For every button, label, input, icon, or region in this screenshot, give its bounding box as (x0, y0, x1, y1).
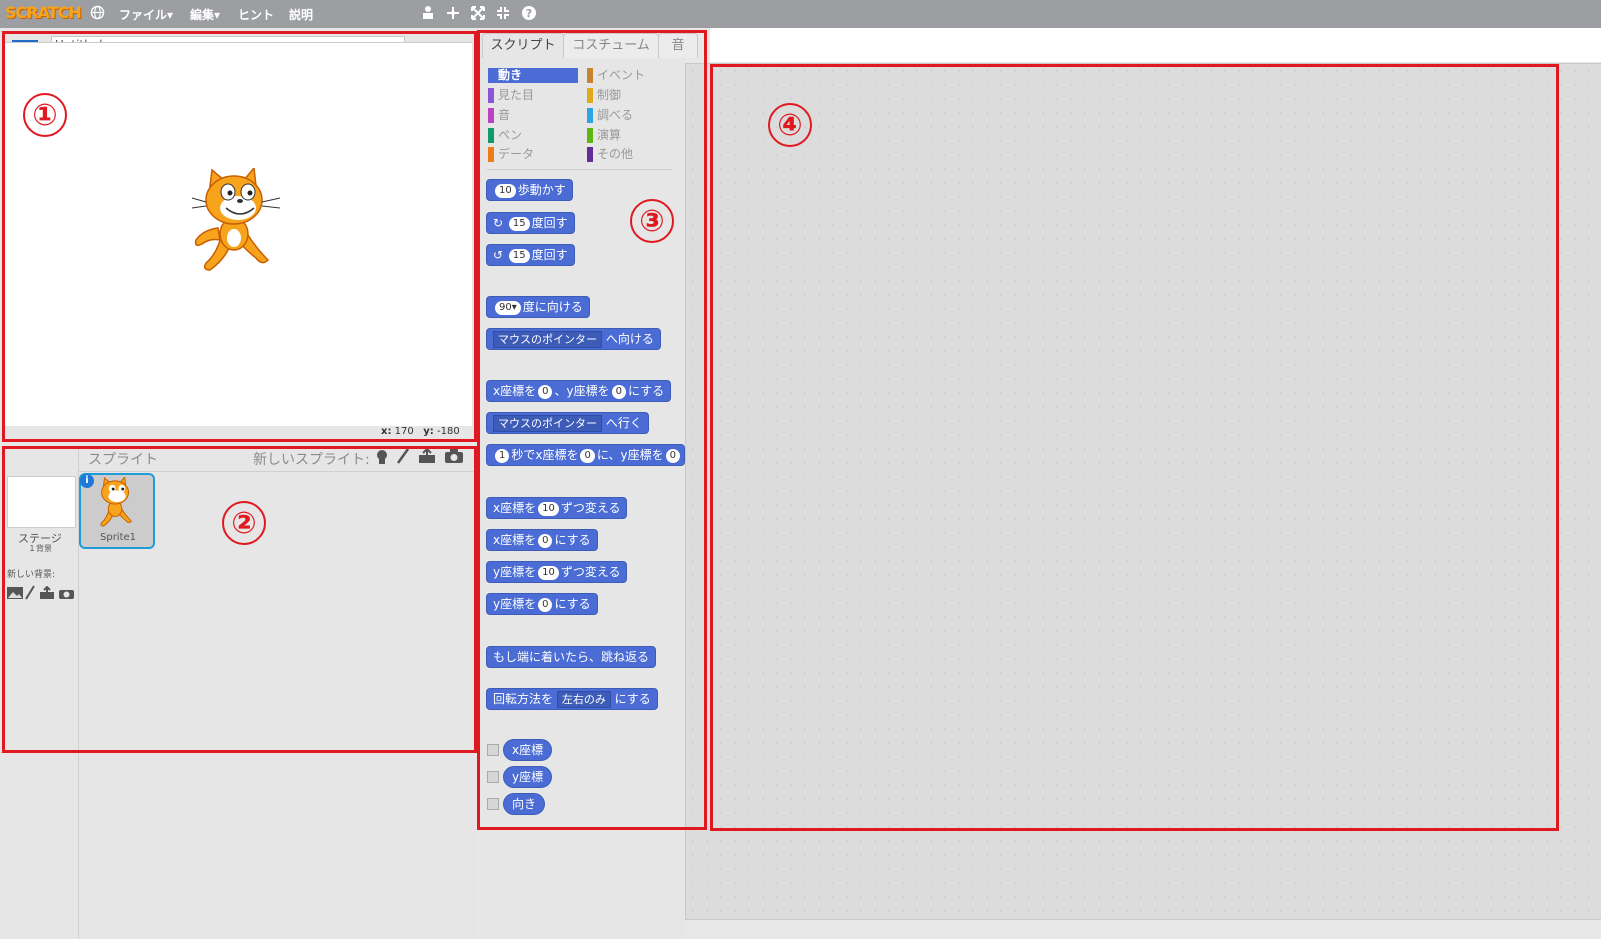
tab-costumes[interactable]: コスチューム (563, 33, 659, 58)
scratch-logo[interactable]: SCRATCH (5, 3, 82, 22)
tab-scripts[interactable]: スクリプト (482, 33, 564, 58)
paint-sprite-icon[interactable] (396, 448, 410, 464)
sprite-library-icon[interactable] (373, 448, 391, 464)
backdrop-library-icon[interactable] (7, 587, 23, 599)
annotation-box-palette (477, 30, 707, 830)
palette-divider (487, 169, 672, 170)
category-sensing[interactable]: 調べる (587, 108, 633, 123)
grow-icon[interactable] (470, 5, 486, 21)
file-menu[interactable]: ファイル▾ (119, 8, 174, 22)
category-pen[interactable]: ペン (488, 128, 522, 143)
checkbox-direction[interactable] (487, 798, 499, 810)
language-icon[interactable] (90, 5, 105, 20)
block-goto[interactable]: マウスのポインター へ行く (486, 412, 649, 434)
camera-sprite-icon[interactable] (444, 449, 464, 464)
mouse-coordinates: x: 170 y: -180 (381, 426, 460, 437)
upload-sprite-icon[interactable] (418, 448, 436, 464)
help-icon[interactable]: ? (521, 5, 537, 21)
category-events[interactable]: イベント (587, 68, 645, 83)
sprite-name: Sprite1 (100, 532, 137, 543)
reporter-x-position[interactable]: x座標 (503, 739, 553, 761)
block-point-direction[interactable]: 90▾度に向ける (486, 296, 590, 318)
sprite-header: スプライト (88, 452, 158, 468)
annotation-number-4: ④ (768, 103, 812, 147)
new-backdrop-label: 新しい背景: (7, 570, 56, 580)
category-data[interactable]: データ (488, 147, 534, 162)
about-menu[interactable]: 説明 (289, 8, 314, 22)
annotation-number-1: ① (23, 93, 67, 137)
svg-text:?: ? (526, 7, 532, 20)
reporter-y-position[interactable]: y座標 (503, 766, 553, 788)
sprite-info-icon[interactable]: i (80, 474, 94, 488)
rotate-left-icon: ↺ (493, 248, 504, 262)
category-operators[interactable]: 演算 (587, 128, 621, 143)
checkbox-x-position[interactable] (487, 744, 499, 756)
annotation-box-sprites (2, 446, 477, 753)
stage-thumbnail[interactable] (7, 476, 76, 528)
annotation-number-2: ② (222, 501, 266, 545)
cut-icon[interactable] (445, 5, 461, 21)
tips-menu[interactable]: ヒント (238, 8, 275, 22)
category-control[interactable]: 制御 (587, 88, 621, 103)
category-sound[interactable]: 音 (488, 108, 510, 123)
category-looks[interactable]: 見た目 (488, 88, 534, 103)
paint-backdrop-icon[interactable] (25, 585, 35, 600)
block-point-towards[interactable]: マウスのポインター へ向ける (486, 328, 661, 350)
category-more[interactable]: その他 (587, 147, 633, 162)
sprite-tile[interactable] (79, 473, 155, 549)
edit-menu[interactable]: 編集▾ (190, 8, 221, 22)
tab-sounds[interactable]: 音 (658, 33, 698, 58)
annotation-number-3: ③ (630, 199, 674, 243)
rotate-right-icon: ↻ (493, 216, 504, 230)
script-area[interactable] (685, 63, 1601, 920)
stage-canvas[interactable] (3, 42, 472, 426)
new-sprite-label: 新しいスプライト: (253, 452, 370, 468)
duplicate-icon[interactable] (420, 5, 436, 21)
reporter-direction[interactable]: 向き (503, 793, 546, 815)
annotation-box-script-area (710, 64, 1559, 831)
cat-sprite[interactable] (188, 168, 288, 276)
stage-label: ステージ (18, 532, 62, 545)
cat-thumbnail (100, 477, 133, 527)
block-bounce[interactable]: もし端に着いたら、跳ね返る (486, 646, 657, 668)
category-motion[interactable]: 動き (488, 68, 578, 83)
backdrop-count: １背景 (28, 544, 52, 553)
camera-backdrop-icon[interactable] (58, 587, 75, 600)
shrink-icon[interactable] (495, 5, 511, 21)
annotation-box-stage (2, 31, 477, 442)
block-rotation-style[interactable]: 回転方法を 左右のみ にする (486, 688, 658, 710)
menu-bar: SCRATCH ファイル▾ 編集▾ ヒント 説明 ? (0, 0, 1601, 28)
upload-backdrop-icon[interactable] (39, 586, 55, 600)
script-area-header (710, 28, 1601, 62)
stage-column (3, 445, 79, 939)
checkbox-y-position[interactable] (487, 771, 499, 783)
